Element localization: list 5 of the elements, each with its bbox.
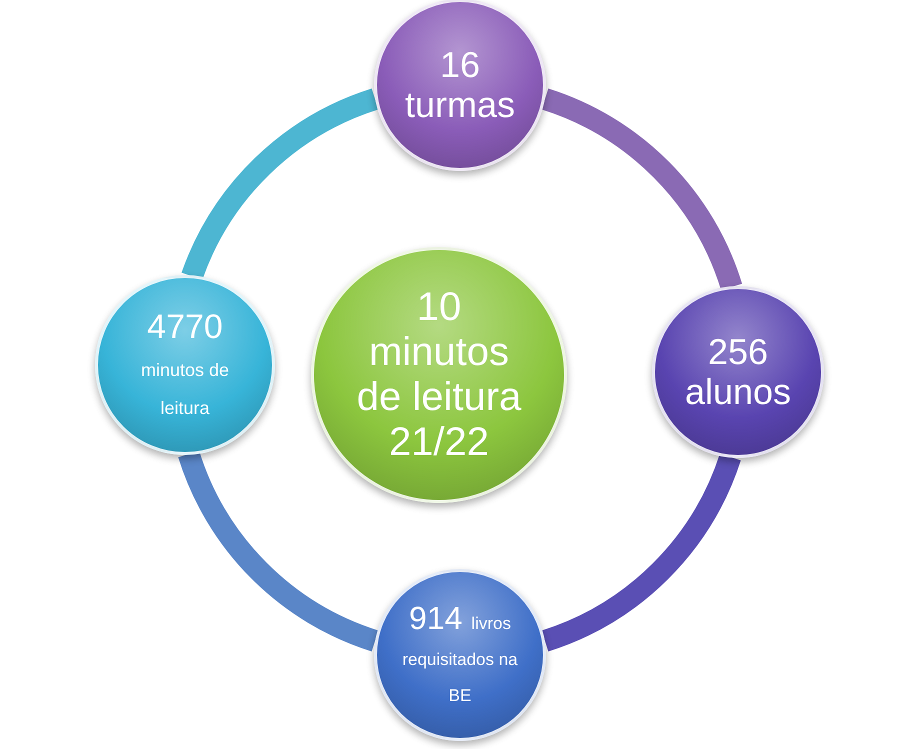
node-text: 4770 minutos de leitura: [140, 308, 230, 420]
node-text: 10 minutos de leitura 21/22: [356, 285, 522, 465]
node-text: 16 turmas: [404, 44, 516, 126]
node-text: 256 alunos: [684, 332, 792, 412]
node-text: 914 livros requisitados na BE: [401, 601, 519, 707]
